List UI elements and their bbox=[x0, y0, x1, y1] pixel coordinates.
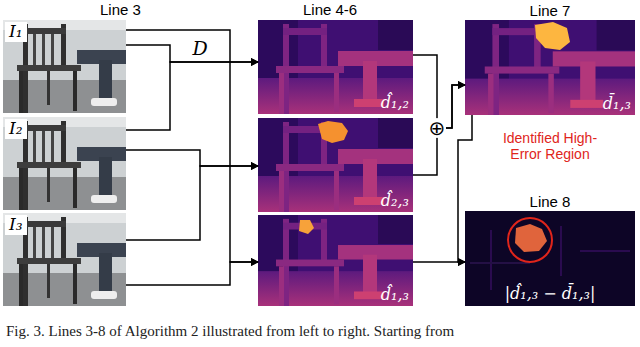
input-photo bbox=[3, 117, 126, 210]
figure-caption: Fig. 3. Lines 3-8 of Algorithm 2 illustr… bbox=[6, 322, 454, 340]
step-heading: Line 3 bbox=[100, 1, 141, 18]
error-map: Line 8 |d̂₁,₃ − d̄₁,₃| bbox=[465, 193, 635, 306]
map-label: d̂₁,₂ bbox=[381, 94, 409, 112]
map-label: d̂₁,₃ bbox=[381, 286, 409, 304]
map-label: I₂ bbox=[5, 119, 27, 139]
depth-picture bbox=[465, 20, 635, 115]
arrow-connector bbox=[126, 150, 258, 166]
input-image: I₃ bbox=[3, 213, 126, 306]
input-image: I₂ bbox=[3, 117, 126, 210]
error-picture bbox=[465, 211, 635, 306]
error-speckle bbox=[560, 226, 562, 276]
error-blob bbox=[299, 220, 314, 234]
depth-map: d̂₂,₃ bbox=[258, 118, 413, 212]
depth-picture bbox=[258, 215, 413, 306]
callout-note: Identified High-Error Region bbox=[495, 130, 605, 162]
map-label: d̄₁,₃ bbox=[603, 95, 631, 113]
arrow-connector bbox=[413, 85, 465, 175]
depth-map: d̂₁,₂ bbox=[258, 20, 413, 114]
arrow-connector bbox=[413, 261, 465, 263]
depth-map: d̂₁,₃ bbox=[258, 215, 413, 306]
step-heading: Line 7 bbox=[530, 2, 571, 19]
fused-depth-map: Line 7 d̄₁,₃ bbox=[465, 2, 635, 115]
error-speckle bbox=[490, 230, 492, 290]
error-speckle bbox=[580, 250, 630, 252]
depth-picture bbox=[258, 118, 413, 212]
depth-picture bbox=[258, 20, 413, 114]
arrow-connector bbox=[458, 115, 472, 262]
highlight-circle bbox=[508, 218, 552, 262]
input-photo bbox=[3, 20, 126, 113]
error-blob bbox=[318, 121, 348, 143]
map-label: I₃ bbox=[5, 215, 27, 235]
edge-label: D bbox=[190, 38, 209, 59]
map-label: d̂₂,₃ bbox=[381, 192, 409, 210]
step-heading: Line 8 bbox=[530, 193, 571, 210]
error-region bbox=[515, 224, 547, 252]
input-image: I₁ bbox=[3, 20, 126, 113]
error-blob bbox=[535, 22, 570, 50]
step-heading: Line 4-6 bbox=[303, 1, 357, 18]
arrow-connector bbox=[126, 30, 258, 262]
input-photo bbox=[3, 213, 126, 306]
sum-symbol: ⊕ bbox=[428, 118, 447, 138]
map-label: |d̂₁,₃ − d̄₁,₃| bbox=[505, 285, 596, 303]
arrow-connector bbox=[126, 262, 258, 285]
arrow-connector bbox=[413, 55, 465, 128]
arrow-connector bbox=[126, 166, 258, 240]
map-label: I₁ bbox=[5, 22, 27, 42]
arrow-connector bbox=[126, 62, 258, 130]
error-speckle bbox=[470, 262, 530, 264]
